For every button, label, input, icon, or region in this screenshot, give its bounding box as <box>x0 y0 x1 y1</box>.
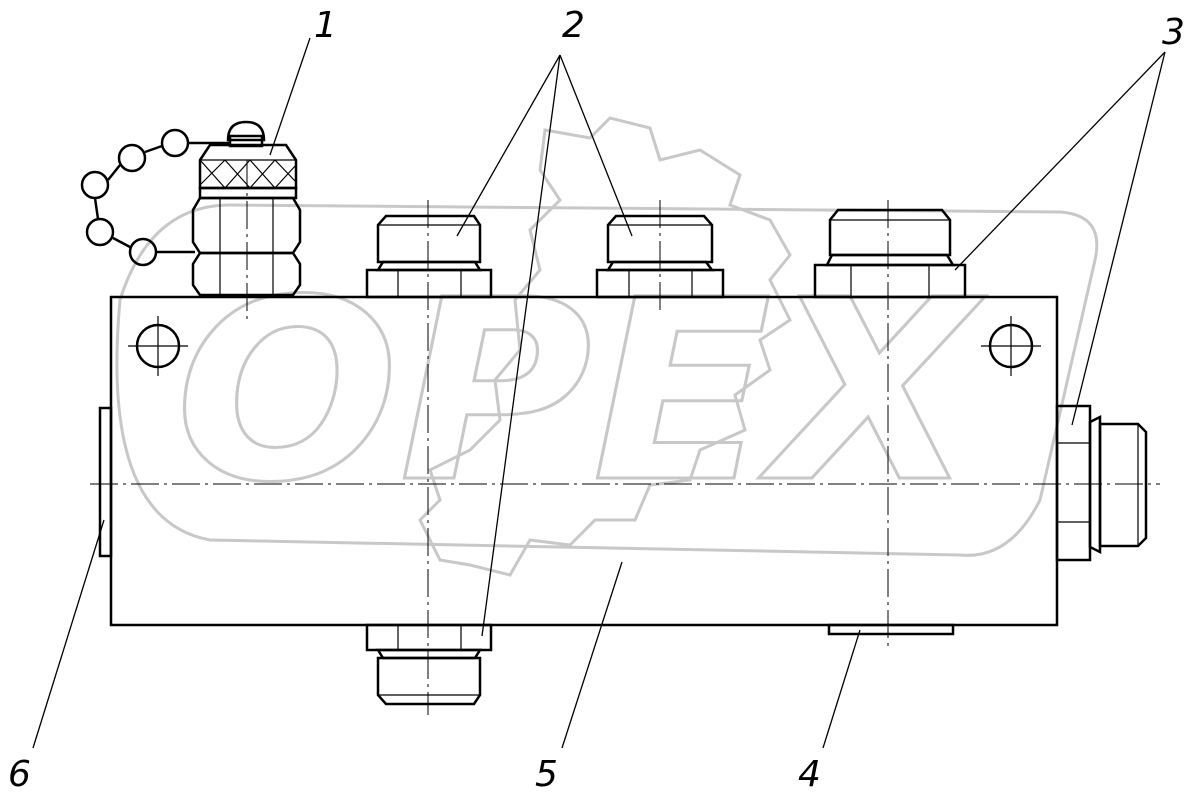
port-fitting-top-2 <box>595 214 725 299</box>
callout-3: 3 <box>1162 12 1185 53</box>
mounting-hole-left <box>128 316 188 376</box>
watermark-badge <box>115 203 1099 557</box>
watermark-text: OPEX <box>175 246 986 537</box>
watermark-logo: OPEX <box>115 116 1099 577</box>
mounting-hole-right <box>981 316 1041 376</box>
callout-4: 4 <box>798 754 821 795</box>
leader-lines <box>32 37 1166 749</box>
callout-5: 5 <box>535 754 558 795</box>
bottom-plug <box>827 623 955 636</box>
port-fitting-bottom <box>365 623 493 706</box>
callout-2: 2 <box>562 5 585 46</box>
large-fitting-right <box>1055 404 1148 562</box>
test-point-fitting <box>80 120 302 297</box>
callout-6: 6 <box>8 754 31 795</box>
side-plug <box>98 406 113 558</box>
watermark-gear <box>418 116 792 577</box>
large-fitting-top <box>813 208 967 299</box>
callout-1: 1 <box>314 5 337 46</box>
